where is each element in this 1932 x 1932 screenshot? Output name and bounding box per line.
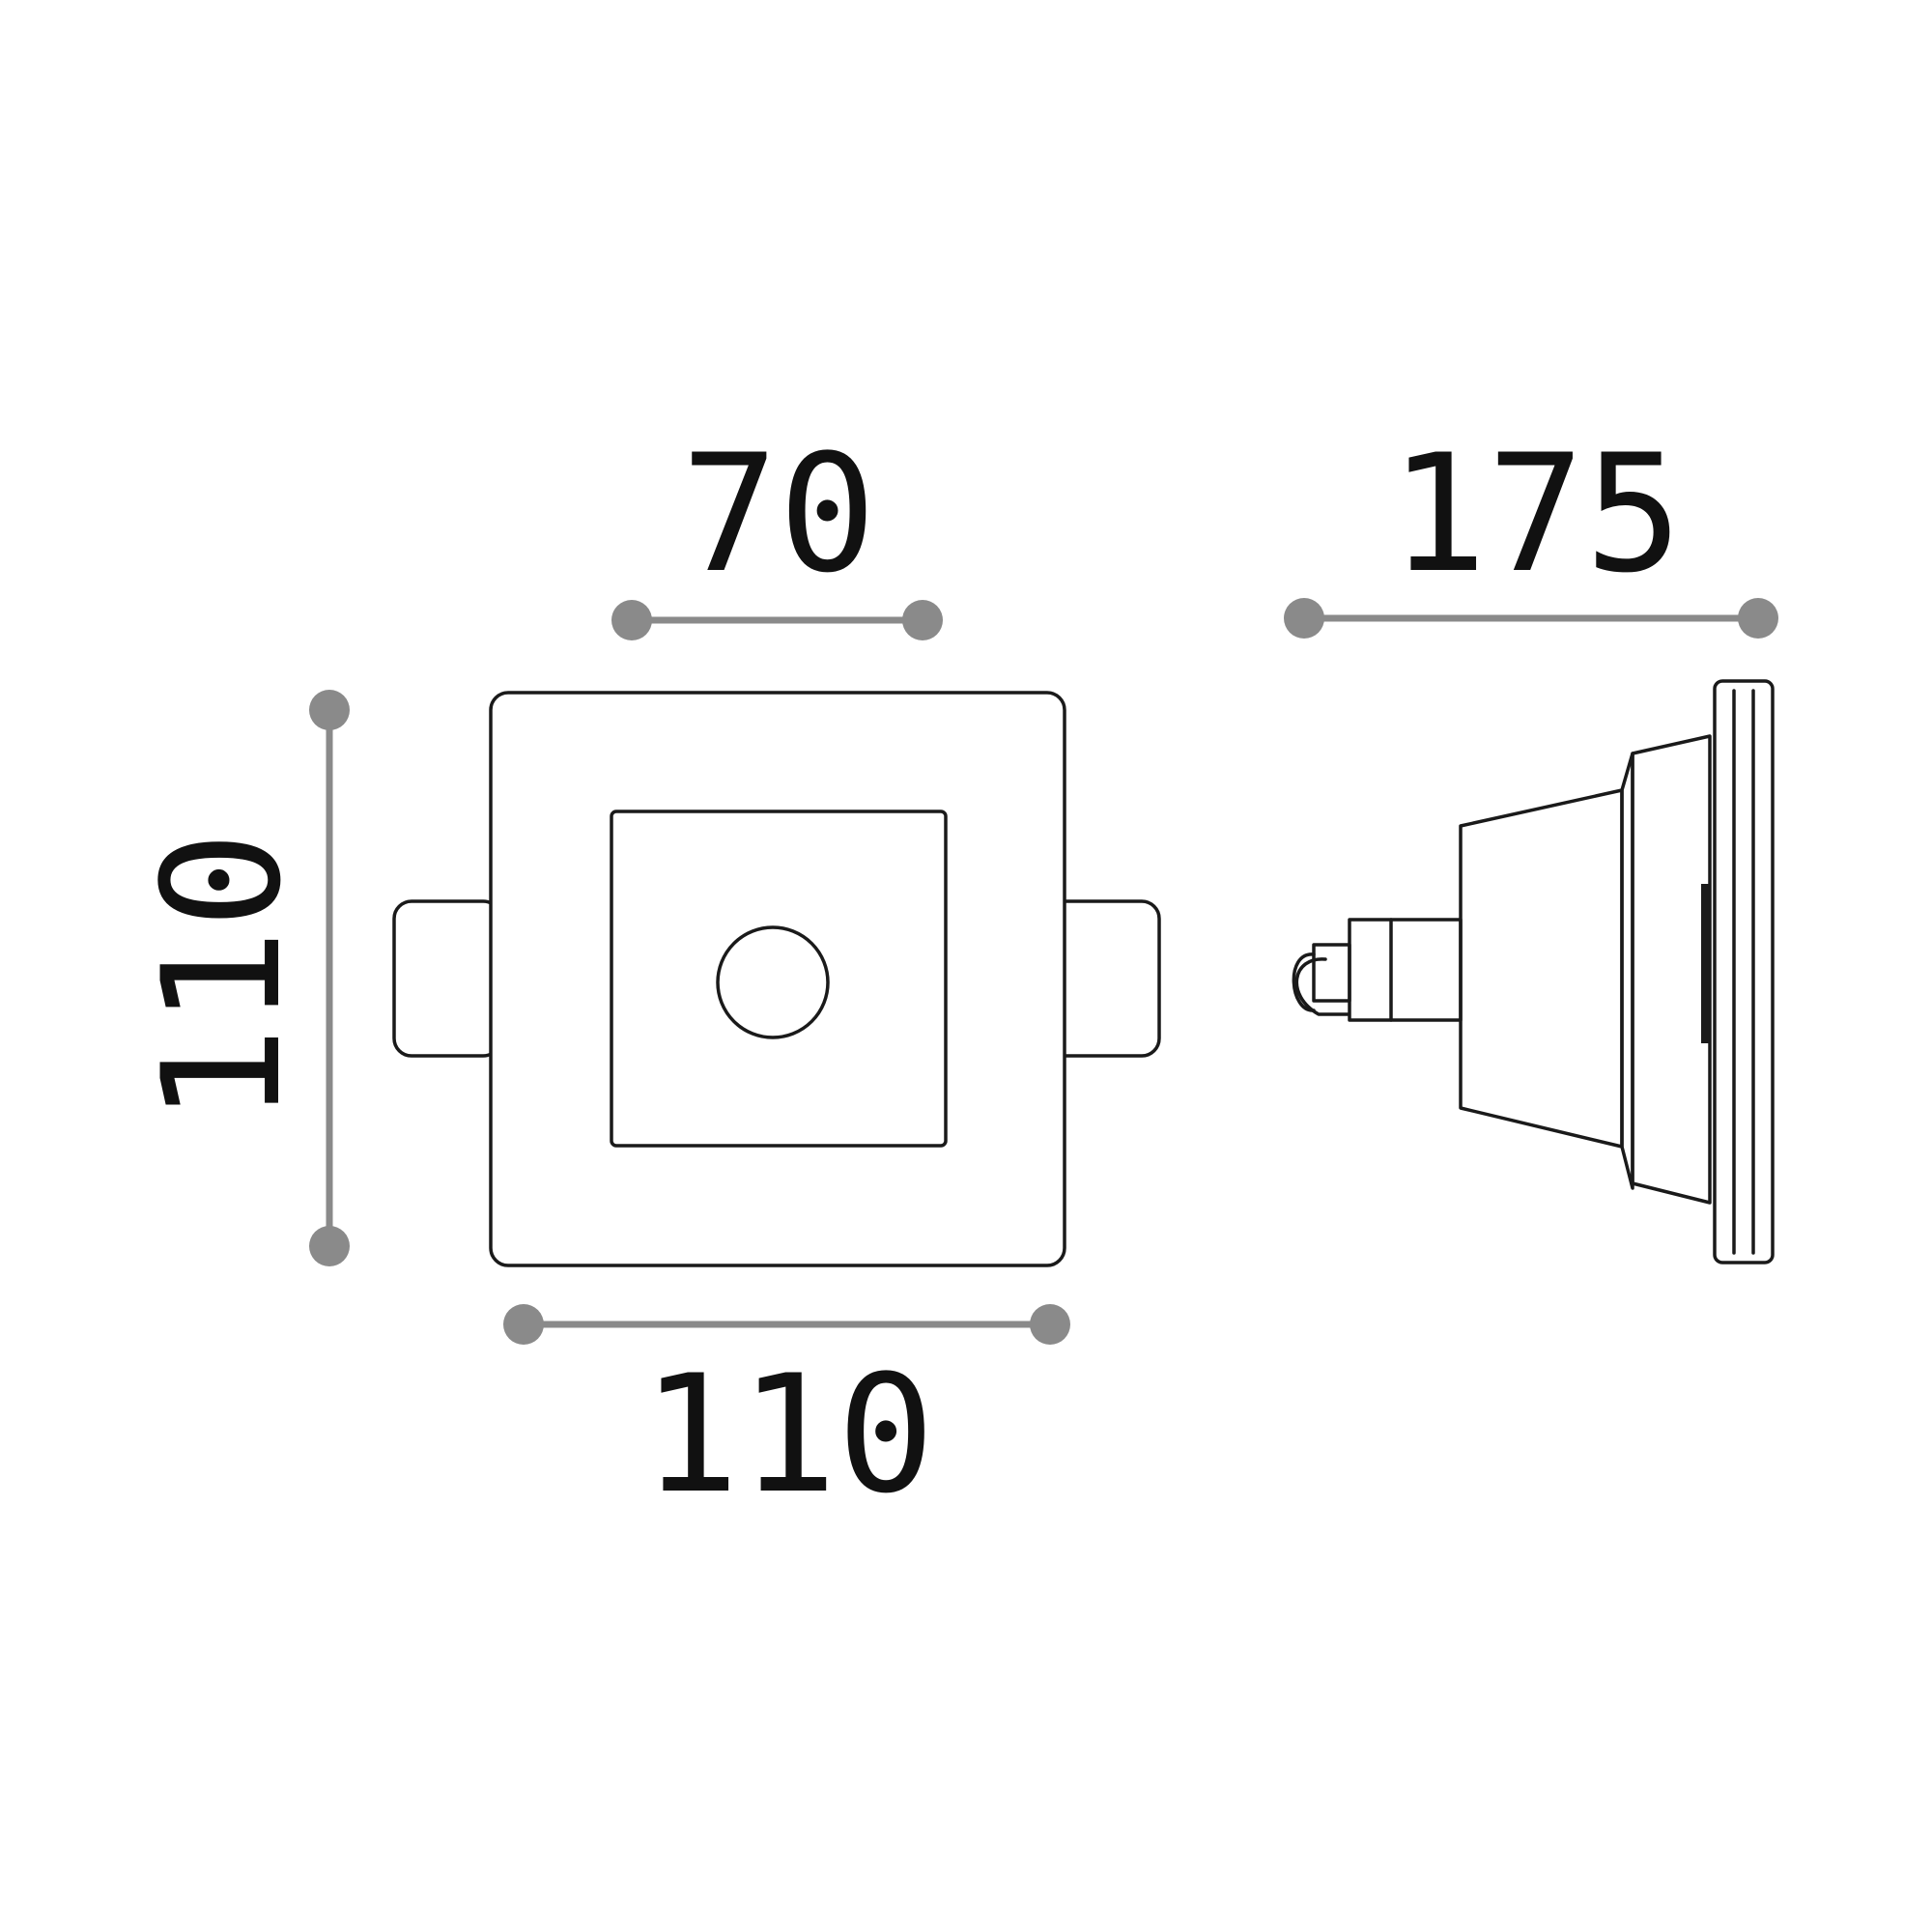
front-view — [392, 691, 1161, 1267]
left-mounting-tab — [392, 899, 502, 1058]
center-led — [716, 925, 830, 1039]
inner-square — [610, 810, 948, 1148]
side-flare — [1631, 734, 1712, 1205]
dimension-inner-width-label: 70 — [681, 419, 876, 609]
dimension-side-depth: 175 — [1284, 419, 1778, 639]
dimension-side-depth-label: 175 — [1389, 419, 1682, 609]
dimension-outer-height: 110 — [128, 690, 350, 1266]
side-body — [1459, 788, 1624, 1149]
outer-plate — [489, 691, 1066, 1267]
side-driver — [1348, 918, 1463, 1022]
side-cable-loop — [1294, 957, 1350, 1016]
side-connector — [1312, 943, 1351, 1003]
side-bevel-ring — [1620, 752, 1634, 1190]
dimension-outer-width-label: 110 — [641, 1340, 934, 1529]
side-view — [1292, 679, 1775, 1264]
side-cable-clip — [1292, 952, 1316, 1012]
dimension-inner-width: 70 — [611, 419, 943, 640]
side-frame — [1713, 679, 1775, 1264]
dimension-outer-width: 110 — [503, 1304, 1070, 1529]
dimension-outer-height-label: 110 — [128, 831, 317, 1123]
